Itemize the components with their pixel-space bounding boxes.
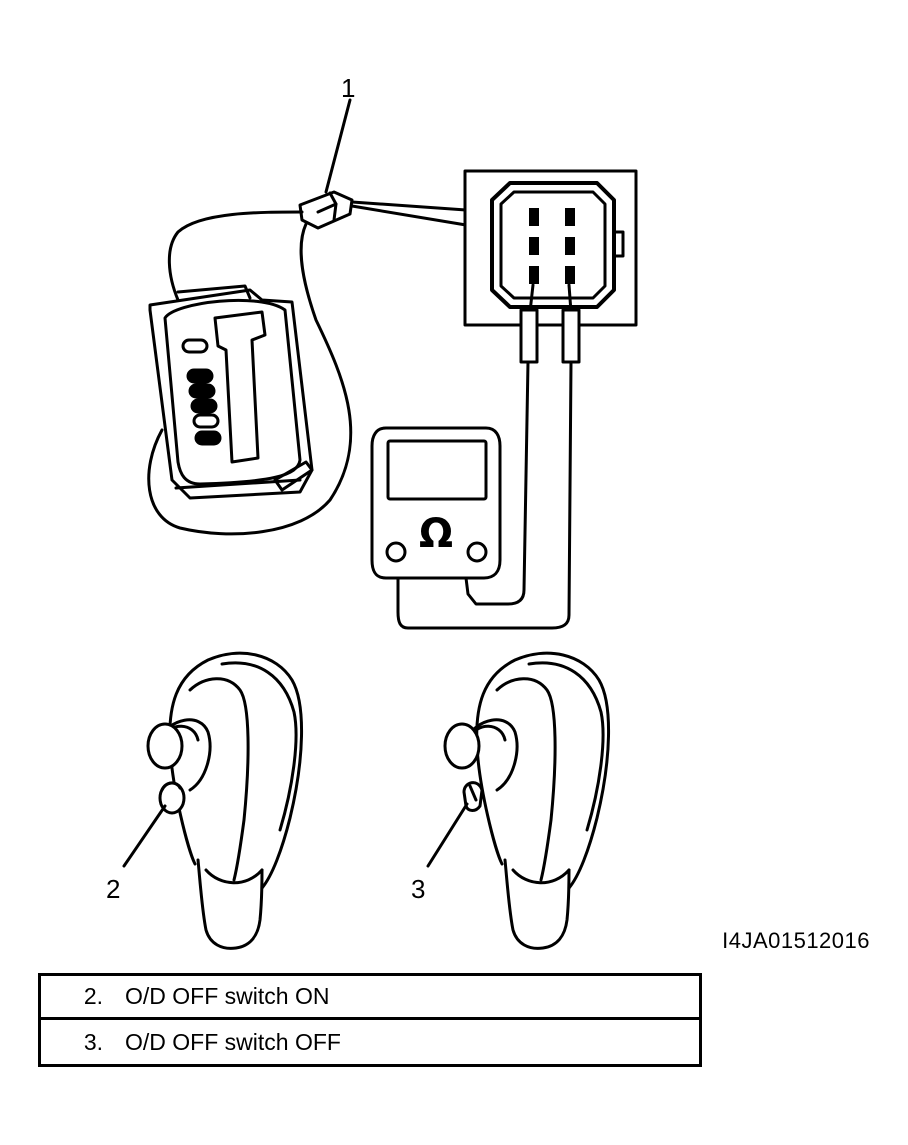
- closeup-leader-top: [350, 200, 468, 212]
- legend-text: O/D OFF switch OFF: [125, 1028, 341, 1055]
- shift-knob-off: [443, 651, 610, 950]
- probe-lead-left: [464, 360, 530, 606]
- callout-1: 1: [341, 73, 356, 103]
- legend-row: 3. O/D OFF switch OFF: [41, 1020, 699, 1064]
- callout-2-leader: [122, 804, 167, 868]
- callout-2: 2: [106, 874, 121, 904]
- ohm-symbol: Ω: [419, 511, 453, 557]
- callout-3-leader: [426, 802, 469, 868]
- harness-wire-upper: [167, 210, 304, 302]
- connector-plug: [298, 190, 354, 230]
- legend-row: 2. O/D OFF switch ON: [41, 976, 699, 1020]
- legend-number: 2.: [83, 983, 103, 1009]
- legend-table: 2. O/D OFF switch ON 3. O/D OFF switch O…: [38, 973, 702, 1067]
- callout-1-leader: [324, 98, 352, 194]
- callout-3: 3: [411, 874, 426, 904]
- probe-lead-right: [396, 360, 573, 630]
- legend-number: 3.: [83, 1028, 103, 1055]
- selector-assembly: [148, 284, 314, 500]
- closeup-leader-bottom: [350, 204, 468, 227]
- shift-knob-on: [146, 651, 303, 950]
- harness-wire-lower: [147, 222, 353, 536]
- connector-face: [490, 181, 625, 309]
- legend-text: O/D OFF switch ON: [125, 983, 330, 1009]
- ohmmeter: [370, 426, 502, 580]
- diagram-figure: Ω: [122, 98, 638, 950]
- figure-code: I4JA01512016: [722, 928, 870, 953]
